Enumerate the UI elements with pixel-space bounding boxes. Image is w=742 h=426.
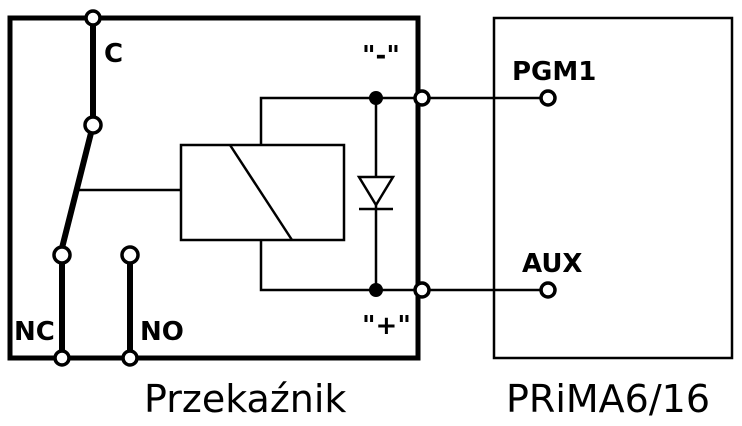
terminal-plus (413, 281, 431, 299)
label-nc: NC (14, 317, 55, 347)
terminal-no-contact (120, 245, 140, 265)
terminal-minus (413, 89, 431, 107)
terminal-aux (539, 281, 557, 299)
relay-enclosure (7, 15, 421, 361)
label-aux: AUX (522, 249, 582, 279)
panel-caption: PRiMA6/16 (506, 377, 710, 421)
switch-arm (58, 121, 97, 252)
label-minus: "-" (362, 41, 400, 71)
relay-caption: Przekaźnik (144, 377, 346, 421)
diode-symbol (356, 175, 396, 208)
panel-enclosure (492, 16, 734, 360)
terminal-no-bottom (121, 349, 139, 367)
terminal-c-contact (83, 115, 103, 135)
label-pgm1: PGM1 (512, 57, 596, 87)
junction-dot-minus (369, 91, 383, 105)
relay-coil (179, 143, 346, 242)
label-plus: "+" (362, 311, 411, 341)
terminal-pgm1 (539, 89, 557, 107)
label-no: NO (140, 317, 184, 347)
junction-dot-plus (369, 283, 383, 297)
terminal-c-top (84, 9, 102, 27)
coil-top-lead (259, 96, 418, 145)
terminal-nc-contact (52, 245, 72, 265)
coil-bottom-lead (259, 240, 418, 292)
label-c: C (104, 39, 123, 69)
relay-coil-slash (228, 144, 294, 241)
terminal-nc-bottom (53, 349, 71, 367)
